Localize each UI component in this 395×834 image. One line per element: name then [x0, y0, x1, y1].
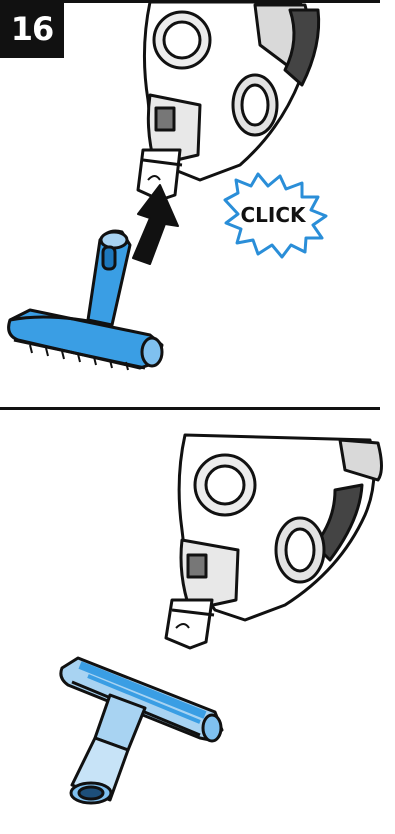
step-illustration-attach: CLICK [0, 0, 395, 405]
vacuum-handheld-unit-icon [138, 2, 319, 200]
vacuum-handheld-unit-icon [166, 435, 382, 648]
step-illustration-detached [0, 410, 395, 829]
click-burst-icon: CLICK [225, 174, 326, 257]
upholstery-nozzle-icon [61, 658, 222, 803]
click-callout-text: CLICK [240, 203, 307, 227]
